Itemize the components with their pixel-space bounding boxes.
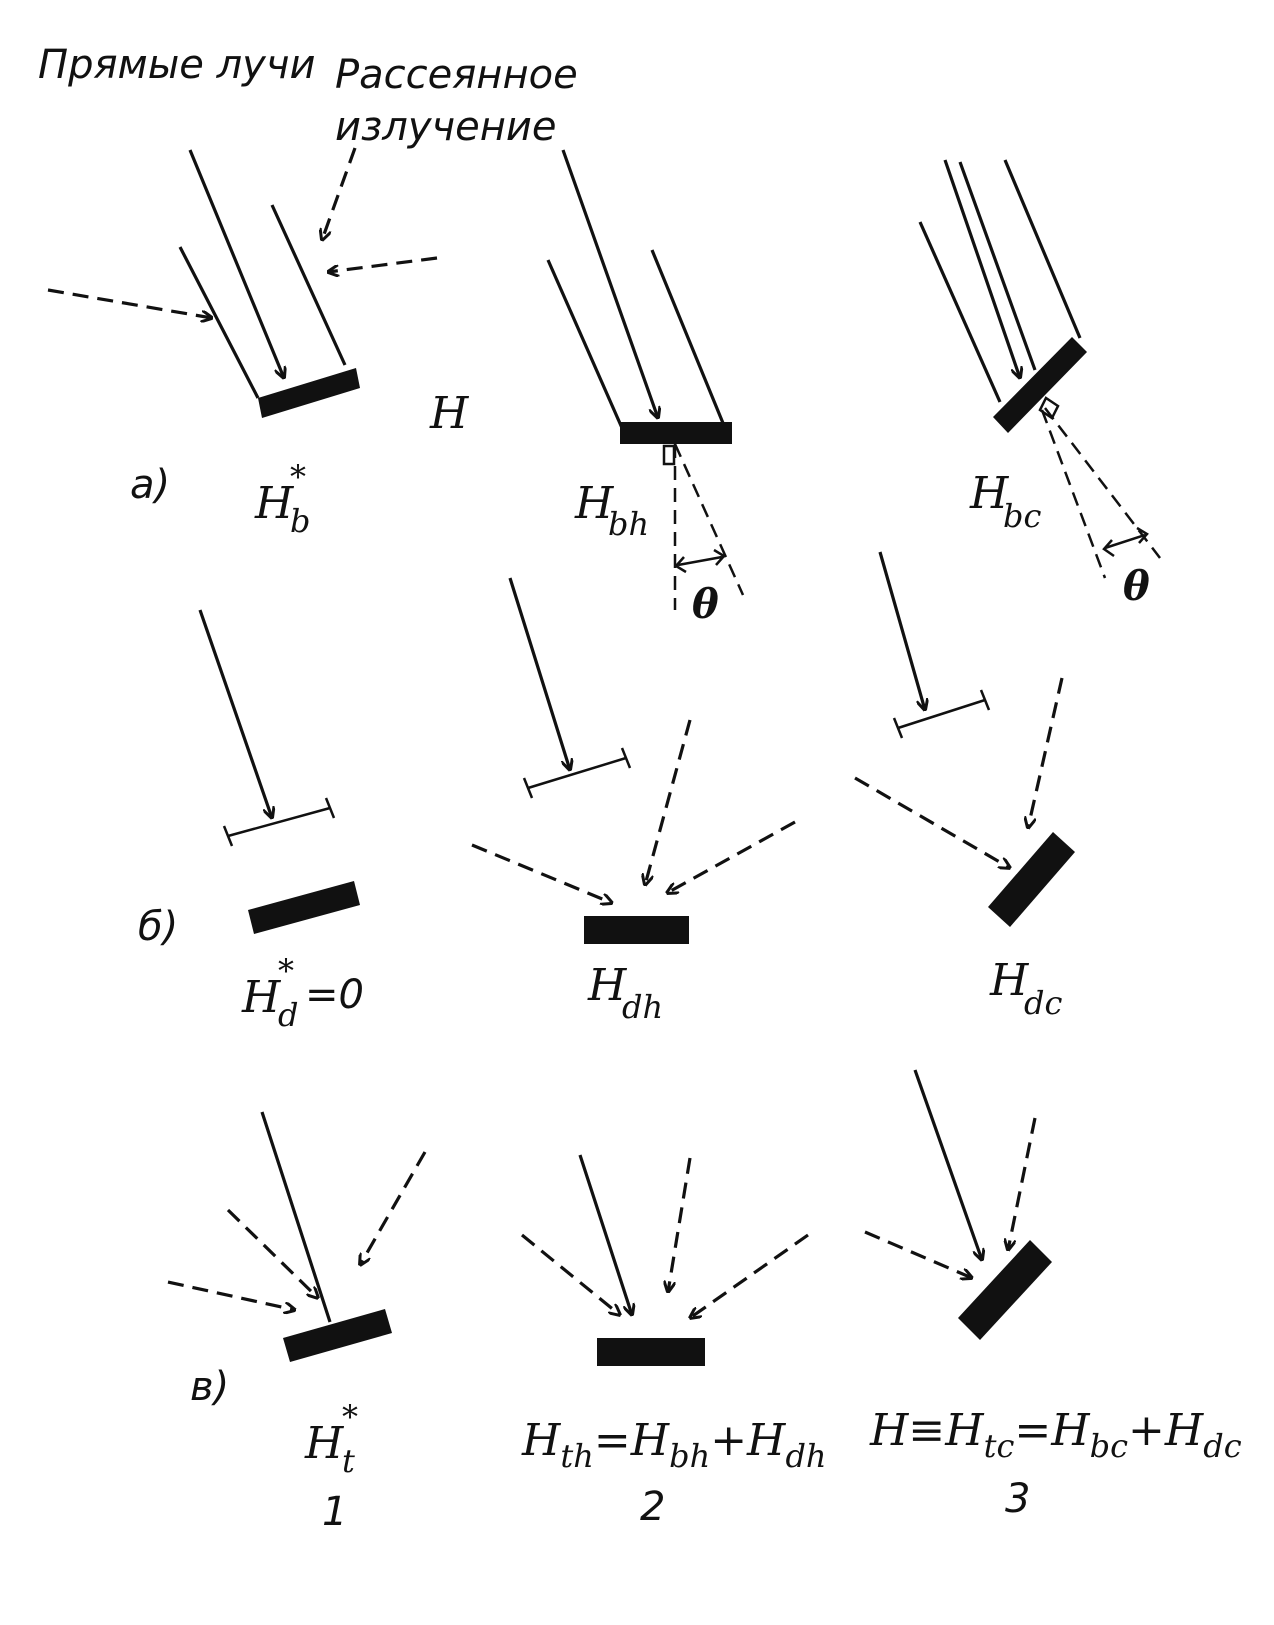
- label-Hdh-sub: dh: [622, 988, 663, 1026]
- theta-arc: [677, 555, 723, 567]
- surface-plate: [988, 832, 1075, 927]
- label-Hdc-sub: dc: [1024, 984, 1062, 1022]
- label-Hb-star-sub: b: [290, 502, 310, 540]
- diffuse-arrow: [1008, 1117, 1037, 1250]
- shade-ring: [527, 756, 627, 790]
- surface-plate: [248, 881, 360, 934]
- caption-top-H: H: [429, 388, 470, 439]
- beam-edge-right: [650, 249, 727, 429]
- panel-a1: [47, 147, 438, 418]
- panel-v2: [520, 1154, 809, 1366]
- panel-v3: [864, 1069, 1052, 1340]
- label-Hb-star-sup: *: [290, 458, 306, 496]
- column-number-2: 2: [640, 1484, 665, 1530]
- diffuse-arrow: [864, 1230, 972, 1278]
- label-Hth: Hth=Hbh+Hdh: [521, 1415, 827, 1475]
- label-Hd-star-sub: d: [278, 996, 298, 1034]
- diffuse-arrow: [690, 1233, 809, 1318]
- surface-plate: [993, 337, 1087, 433]
- diffuse-arrow: [645, 719, 692, 885]
- direct-ray: [260, 1111, 332, 1323]
- row-letter-v: в): [190, 1364, 229, 1410]
- label-Hbc: H: [969, 468, 1010, 519]
- label-Hb-star: H: [254, 478, 295, 529]
- right-angle-mark: [662, 444, 676, 466]
- direct-ray: [913, 1069, 982, 1260]
- beam-edge-left: [178, 246, 260, 399]
- surface-plate: [258, 368, 360, 418]
- label-theta-2: θ: [1123, 563, 1150, 610]
- label-Hbh: H: [574, 478, 615, 529]
- normal-line: [1040, 409, 1107, 579]
- beam-edge-right: [270, 204, 347, 366]
- direct-ray: [578, 1154, 632, 1315]
- diffuse-arrow: [328, 256, 438, 272]
- row-letter-a: а): [130, 462, 170, 508]
- label-Hbc-sub: bc: [1003, 497, 1041, 535]
- surface-plate: [958, 1240, 1052, 1340]
- beam-edge-inner: [188, 149, 284, 378]
- surface-plate: [584, 916, 689, 944]
- caption-scattered-line2: излучение: [335, 104, 557, 150]
- beam-projection: [673, 443, 745, 596]
- label-Hbh-sub: bh: [608, 505, 649, 543]
- surface-plate: [620, 422, 732, 444]
- diffuse-arrow: [668, 1157, 692, 1292]
- caption-scattered-line1: Рассеянное: [335, 52, 578, 98]
- diffuse-arrow: [167, 1280, 295, 1310]
- beam-edge-inner: [943, 159, 1020, 378]
- diffuse-arrow: [471, 843, 612, 903]
- direct-ray: [508, 577, 570, 770]
- beam-edge-inner: [958, 161, 1037, 371]
- diffuse-arrow: [1028, 677, 1064, 828]
- label-Hd-star-sup: *: [278, 952, 294, 990]
- diffuse-arrow: [47, 288, 212, 318]
- theta-arc: [1104, 533, 1146, 550]
- shade-ring: [227, 806, 331, 838]
- beam-edge-left: [546, 259, 624, 429]
- row-letter-b: б): [138, 904, 178, 950]
- right-angle-mark: [1038, 396, 1060, 420]
- panel-b3: [854, 551, 1075, 927]
- panel-a2: [546, 149, 745, 610]
- direct-ray: [198, 609, 272, 818]
- label-Hd-star-rest: =0: [305, 972, 364, 1018]
- beam-edge-left: [918, 221, 1002, 403]
- beam-projection: [1044, 407, 1161, 559]
- beam-edge-inner: [561, 149, 658, 418]
- shade-ring: [897, 698, 986, 730]
- diffuse-arrow: [520, 1233, 620, 1315]
- panel-b1: [198, 609, 360, 934]
- label-Hd-star: H: [241, 972, 282, 1023]
- diffuse-arrow: [360, 1151, 427, 1265]
- caption-direct-rays: Прямые лучи: [38, 42, 315, 88]
- beam-edge-right: [1003, 159, 1082, 339]
- column-number-3: 3: [1005, 1476, 1030, 1522]
- label-Ht-star-sub: t: [342, 1442, 355, 1480]
- column-number-1: 1: [322, 1489, 347, 1535]
- surface-plate: [597, 1338, 705, 1366]
- panel-a3: [918, 159, 1161, 579]
- panel-b2: [471, 577, 796, 944]
- label-theta-1: θ: [692, 581, 719, 628]
- diffuse-arrow: [226, 1208, 318, 1298]
- direct-ray: [878, 551, 925, 710]
- panel-v1: [167, 1111, 427, 1362]
- surface-plate: [283, 1309, 392, 1362]
- diffuse-arrow: [322, 147, 357, 240]
- diffuse-arrow: [667, 820, 796, 893]
- label-Ht-star: H: [304, 1418, 345, 1469]
- label-Hdc: H: [989, 955, 1030, 1006]
- diffuse-arrow: [854, 776, 1010, 868]
- label-Ht-star-sup: *: [342, 1398, 358, 1436]
- label-Htc: H≡Htc=Hbc+Hdc: [869, 1405, 1242, 1465]
- label-Hdh: H: [587, 960, 628, 1011]
